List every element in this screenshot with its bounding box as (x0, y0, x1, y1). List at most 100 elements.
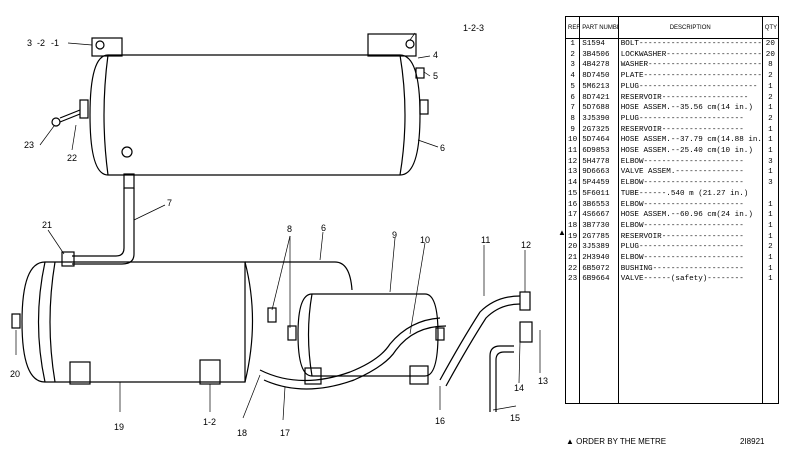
cell-part: 3B7730 (579, 220, 619, 232)
callout: -1 (51, 38, 59, 48)
drawing-number: 2I8921 (740, 437, 765, 446)
cell-qty: 1 (761, 263, 780, 275)
cell-desc: PLATE--------------------------- (617, 71, 763, 82)
cell-ref: 19 (564, 231, 581, 243)
callout: 6 (440, 143, 445, 153)
cell-desc: PLUG----------------------- (617, 113, 763, 125)
cell-qty: 1 (761, 103, 780, 114)
callout: 5 (433, 71, 438, 81)
cell-part: 8D7450 (579, 71, 619, 82)
cell-ref: 5 (564, 81, 581, 93)
blank-cell (564, 285, 581, 405)
cell-desc: RESERVOIR------------------ (617, 124, 763, 136)
cell-ref: 23 (564, 274, 581, 286)
callout: 12 (521, 240, 531, 250)
callout: 3 (27, 38, 32, 48)
cell-part: S1594 (579, 38, 619, 50)
cell-desc: VALVE------(safety)-------- (617, 274, 763, 286)
exploded-parts-drawing: 3 -2 -1 1-2-3 4 5 6 22 23 7 21 8 6 9 10 … (10, 23, 548, 438)
cell-qty: 1 (761, 210, 780, 221)
cell-qty: 3 (761, 156, 780, 168)
callout: 8 (287, 224, 292, 234)
parts-table-body: 1S1594BOLT------------------------------… (564, 38, 780, 405)
cell-part: 5H4778 (579, 156, 619, 168)
cell-part: 5M6213 (579, 81, 619, 93)
table-blank-area (564, 285, 780, 405)
hose-assembly-7 (61, 173, 135, 267)
callout: -2 (37, 38, 45, 48)
hose-routing (259, 291, 533, 412)
cell-part: 4B4278 (579, 60, 619, 72)
cell-qty: 1 (761, 274, 780, 286)
cell-ref: 9 (564, 124, 581, 136)
cell-qty: 2 (761, 71, 780, 82)
callout: 10 (420, 235, 430, 245)
callout-labels: 3 -2 -1 1-2-3 4 5 6 22 23 7 21 8 6 9 10 … (10, 23, 548, 438)
order-by-metre-marker: ▲ (558, 228, 566, 237)
callout: 20 (10, 369, 20, 379)
lower-reservoir-19 (11, 261, 246, 385)
callout: 23 (24, 140, 34, 150)
callout: 6 (321, 223, 326, 233)
footnote: ▲ ORDER BY THE METRE (566, 437, 667, 446)
cell-qty: 1 (761, 220, 780, 232)
cell-desc: WASHER----------------------------- (617, 60, 763, 72)
callout: 22 (67, 153, 77, 163)
cell-ref: 15 (564, 188, 581, 200)
cell-part: 9D6663 (579, 167, 619, 179)
callout: 1-2-3 (463, 23, 484, 33)
callout: 9 (392, 230, 397, 240)
cell-desc: VALVE ASSEM.--------------- (617, 167, 763, 179)
cell-qty: 1 (761, 81, 780, 93)
small-reservoir-9 (287, 293, 445, 385)
cell-part: 6B9664 (579, 274, 619, 286)
cell-part: 3J5389 (579, 242, 619, 254)
cell-qty: 1 (761, 146, 780, 157)
qty-header: QTY (761, 16, 780, 39)
cell-qty: 1 (761, 124, 780, 136)
cell-part: 3J5390 (579, 113, 619, 125)
cell-desc: TUBE------.540 m (21.27 in.) (617, 188, 763, 200)
callout: 14 (514, 383, 524, 393)
callout: 15 (510, 413, 520, 423)
cell-part: 6B5072 (579, 263, 619, 275)
cell-ref: 6 (564, 92, 581, 104)
middle-reservoir (244, 261, 353, 383)
cell-ref: 16 (564, 199, 581, 211)
cell-part: 6D9853 (579, 146, 619, 157)
cell-qty: 1 (761, 135, 780, 147)
cell-ref: 14 (564, 178, 581, 189)
cell-desc: ELBOW---------------------- (617, 253, 763, 264)
cell-desc: ELBOW---------------------- (617, 156, 763, 168)
blank-cell (579, 285, 619, 405)
description-header: DESCRIPTION (617, 16, 763, 39)
parts-table-header: REF. NO. PART NUMBER DESCRIPTION QTY (564, 16, 780, 39)
cell-desc: PLUG-------------------------- (617, 81, 763, 93)
cell-part: 4S6667 (579, 210, 619, 221)
cell-part: 5F6011 (579, 188, 619, 200)
cell-qty: 3 (761, 178, 780, 189)
cell-qty: 2 (761, 92, 780, 104)
cell-ref: 20 (564, 242, 581, 254)
cell-part: 3B4506 (579, 49, 619, 61)
cell-qty: 2 (761, 113, 780, 125)
table-row: 1S1594BOLT------------------------------… (564, 38, 780, 50)
leader-lines (15, 32, 541, 421)
cell-qty: 1 (761, 231, 780, 243)
upper-reservoir (51, 33, 429, 176)
cell-qty: 20 (761, 38, 780, 50)
cell-part: 5D7688 (579, 103, 619, 114)
callout: 13 (538, 376, 548, 386)
cell-part: 2G7325 (579, 124, 619, 136)
cell-ref: 21 (564, 253, 581, 264)
